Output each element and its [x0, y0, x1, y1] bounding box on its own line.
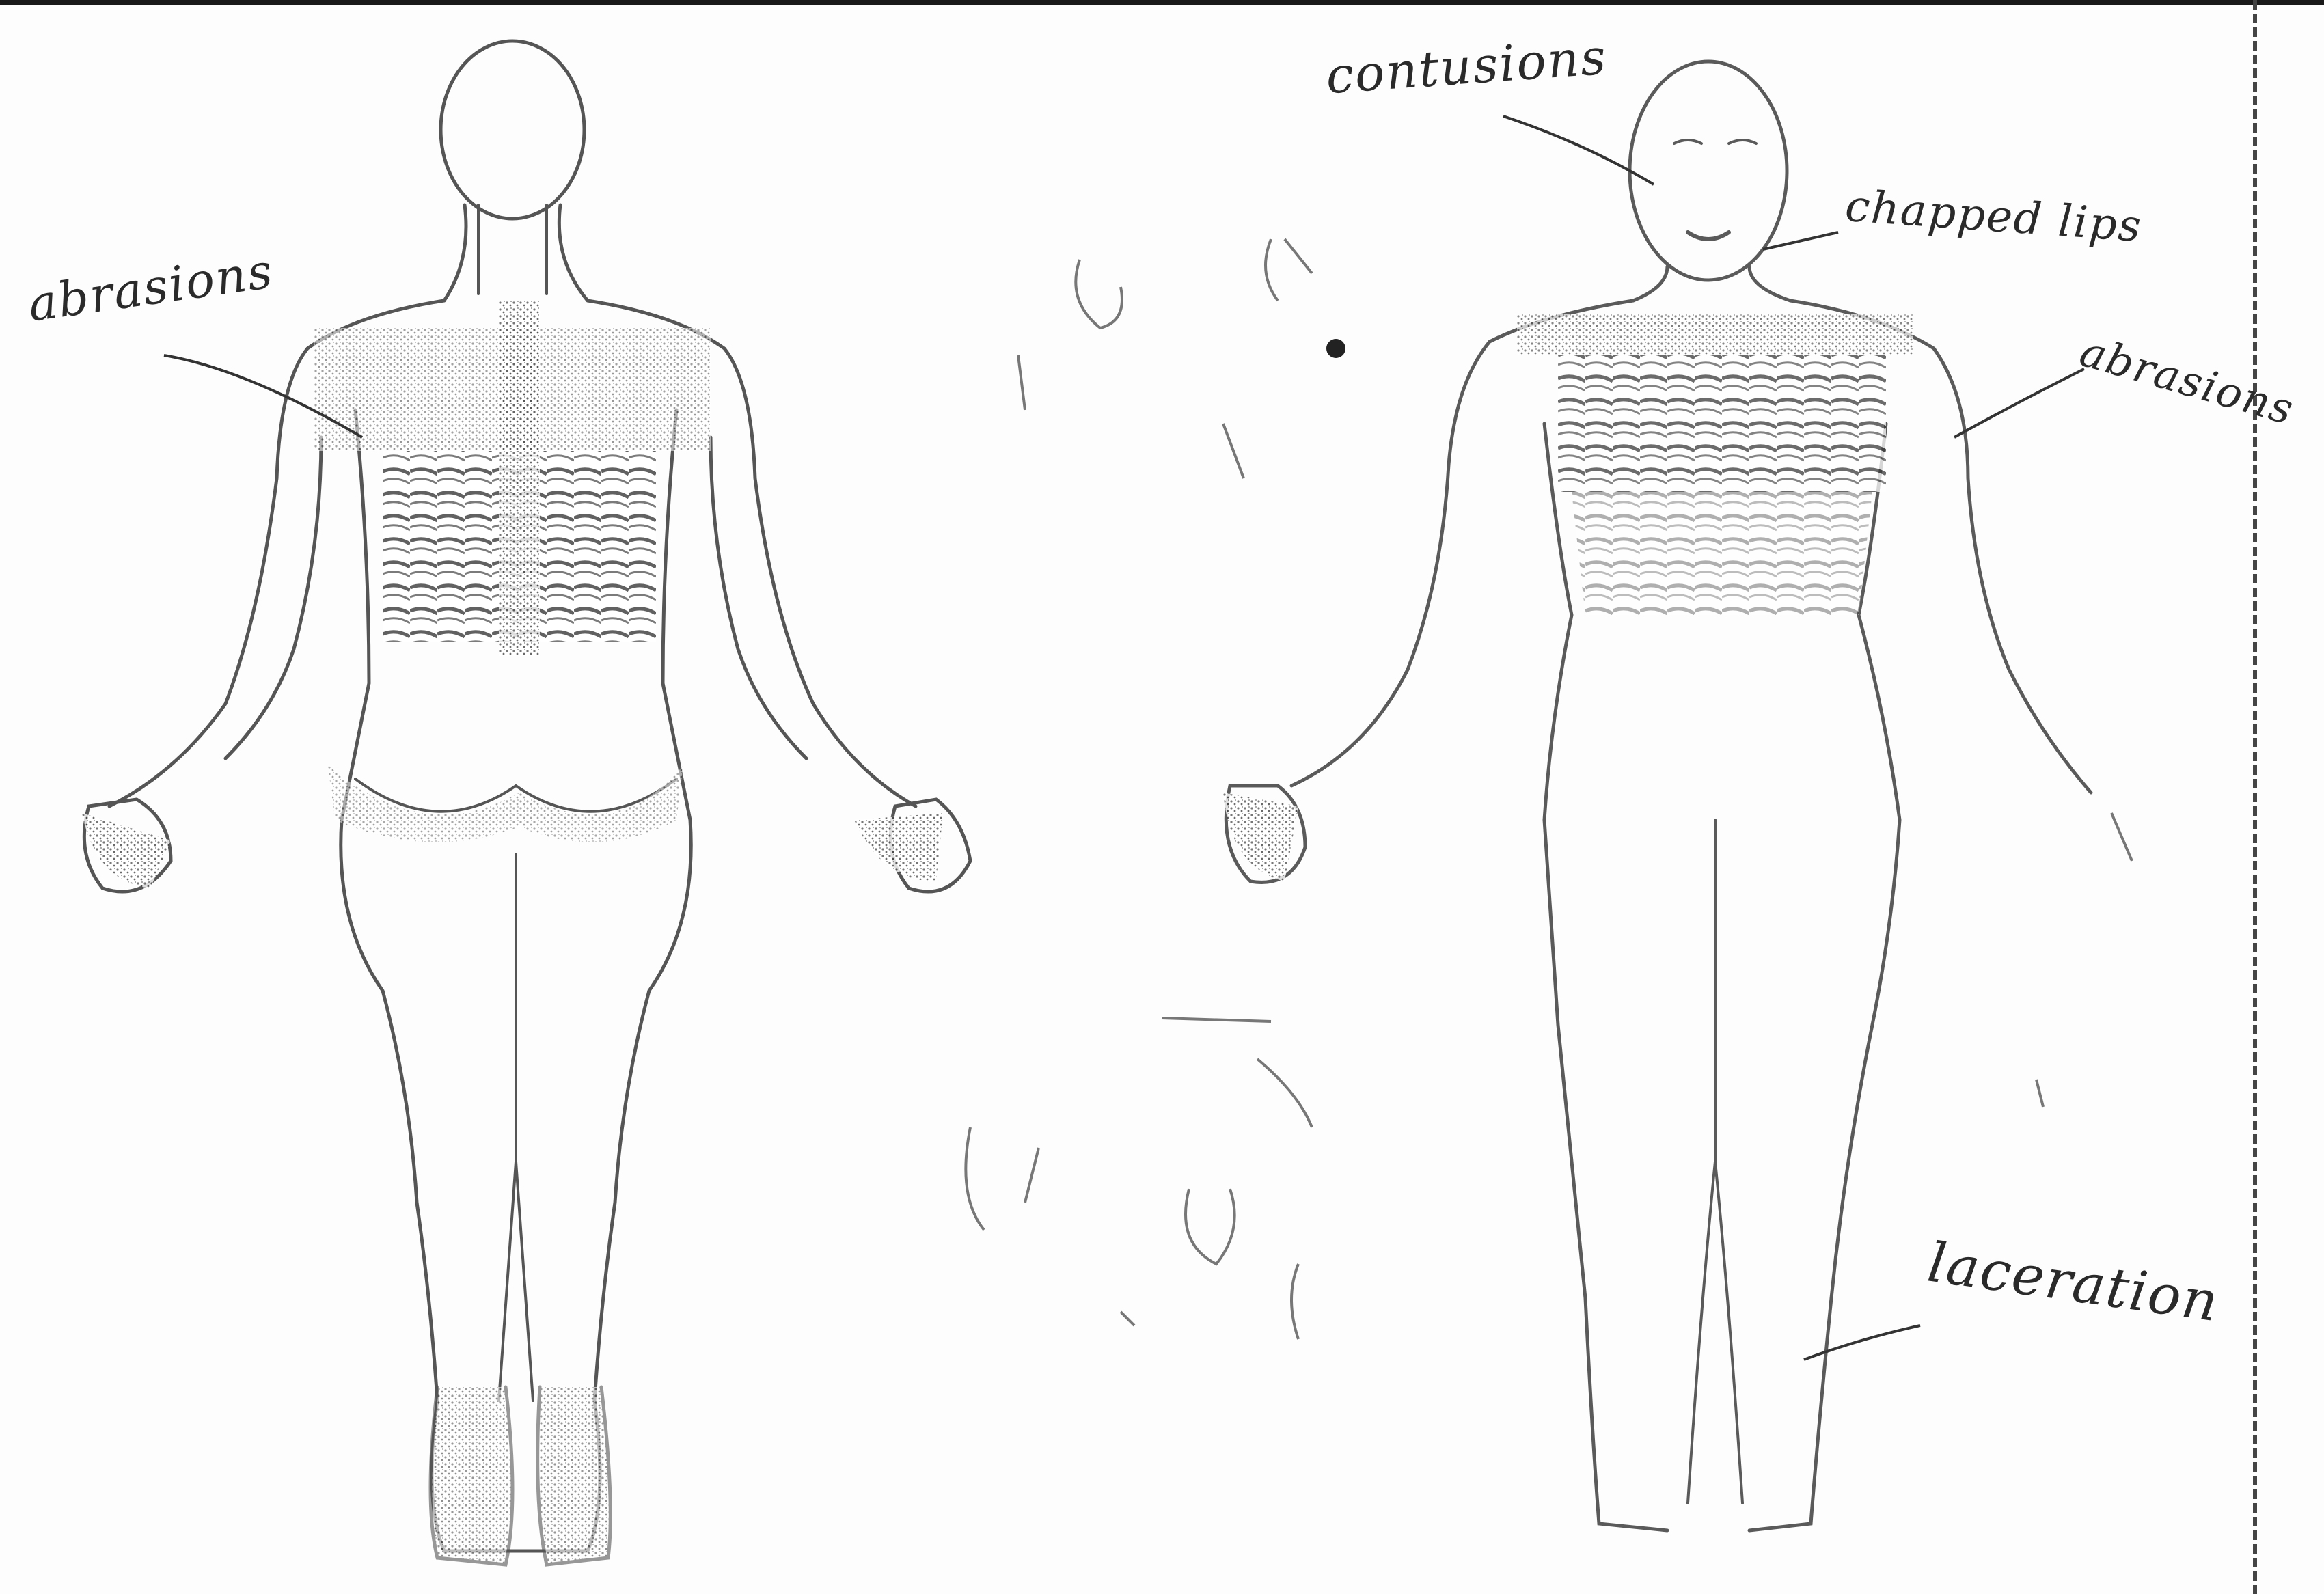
chapped-lips-leader: [1763, 232, 1838, 249]
laceration-leader: [1804, 1325, 1920, 1360]
abrasions-front-leader: [1954, 369, 2084, 437]
back-abrasion-shading: [82, 301, 943, 888]
front-view-figure: [1226, 61, 2091, 1530]
back-head: [441, 41, 584, 219]
front-head: [1630, 61, 1787, 280]
front-mouth: [1688, 232, 1729, 239]
center-sketch-fragments: [966, 239, 2132, 1339]
